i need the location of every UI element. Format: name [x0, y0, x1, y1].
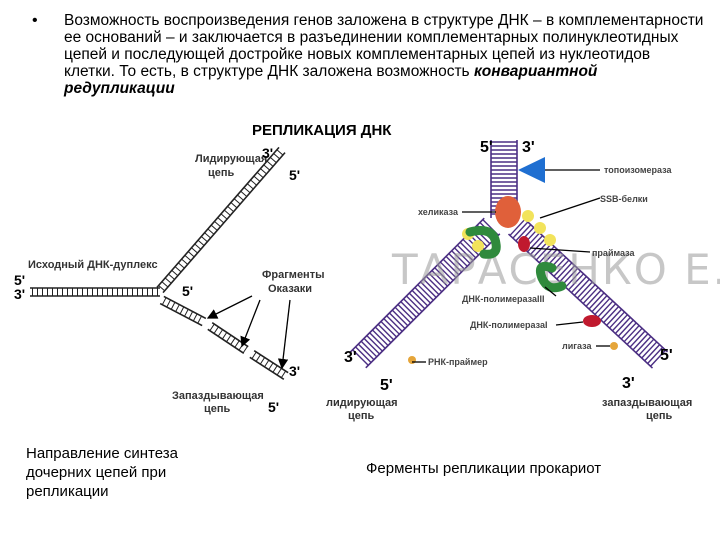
- polymerase1-label: ДНК-полимеразаI: [470, 320, 548, 330]
- okazaki-pointer-3: [277, 299, 291, 370]
- polymerase3-pointer: [544, 286, 557, 297]
- topoisomerase-shape: [518, 157, 545, 183]
- rna-primer-shape: [408, 356, 416, 364]
- right-left-5: 5': [380, 377, 393, 394]
- okazaki-fragment: [159, 295, 207, 327]
- left-diagram: Лидирующая цепь 3' 5' Исходный ДНК-дупле…: [14, 145, 325, 415]
- ssb-dot: [472, 240, 484, 252]
- okazaki-pointer-2: [240, 299, 261, 348]
- topoisomerase-label: топоизомераза: [604, 165, 673, 175]
- left-end-5-left: 5': [14, 272, 25, 288]
- parent-duplex-ladder: [30, 287, 160, 297]
- intro-paragraph: Возможность воспроизведения генов заложе…: [64, 12, 704, 97]
- ligase-label: лигаза: [562, 341, 592, 351]
- primase-pointer: [529, 247, 591, 253]
- ssb-dot: [534, 222, 546, 234]
- leading-strand-label-2: цепь: [208, 167, 235, 179]
- polymerase3-lagging-shape: [535, 261, 567, 293]
- heading: РЕПЛИКАЦИЯ ДНК: [252, 122, 392, 139]
- ssb-label: SSB-белки: [600, 194, 648, 204]
- left-end-5-mid: 5': [182, 283, 193, 299]
- polymerase1-pointer: [555, 321, 584, 326]
- right-right-5: 5': [660, 347, 673, 364]
- intro-emphasis: конвариантной редупликации: [64, 63, 598, 97]
- parent-duplex-label: Исходный ДНК-дуплекс: [28, 259, 158, 271]
- okazaki-fragment: [207, 322, 249, 354]
- bullet: •: [32, 12, 38, 29]
- right-top-5: 5': [480, 139, 493, 156]
- leading-strand-ladder: [156, 146, 286, 294]
- right-right-3: 3': [622, 375, 635, 392]
- helicase-shape: [495, 196, 521, 228]
- left-end-3-bottom: 3': [289, 363, 300, 379]
- left-end-3-top: 3': [262, 145, 273, 161]
- ssb-dot: [544, 234, 556, 246]
- right-lagging-label-1: запаздывающая: [602, 397, 692, 409]
- helicase-label: хеликаза: [418, 207, 459, 217]
- ssb-pointer: [539, 197, 601, 219]
- ligase-shape: [610, 342, 618, 350]
- lagging-strand-label-1: Запаздывающая: [172, 390, 264, 402]
- okazaki-pointer-1: [206, 295, 253, 319]
- primase-label: праймаза: [592, 248, 635, 258]
- rna-primer-label: РНК-праймер: [428, 357, 488, 367]
- left-end-5-bottom: 5': [268, 399, 279, 415]
- primase-shape: [518, 236, 530, 252]
- left-end-5-top: 5': [289, 167, 300, 183]
- left-end-3-left: 3': [14, 286, 25, 302]
- right-leading-label-2: цепь: [348, 410, 375, 422]
- lagging-strand-label-2: цепь: [204, 403, 231, 415]
- leading-arm-ladder: [349, 217, 501, 369]
- polymerase3-leading-shape: [465, 226, 501, 259]
- okazaki-label-1: Фрагменты: [262, 269, 325, 281]
- caption-right: Ферменты репликации прокариот: [366, 460, 602, 477]
- caption-left: Направление синтеза дочерних цепей при р…: [26, 445, 178, 500]
- ssb-dot: [522, 210, 534, 222]
- polymerase3-label: ДНК-полимеразаIII: [462, 294, 545, 304]
- right-lagging-label-2: цепь: [646, 410, 673, 422]
- right-top-3: 3': [522, 139, 535, 156]
- polymerase1-shape: [583, 315, 601, 327]
- intro-text: Возможность воспроизведения генов заложе…: [64, 12, 704, 80]
- okazaki-label-2: Оказаки: [268, 283, 312, 295]
- right-left-3: 3': [344, 349, 357, 366]
- leading-strand-label-1: Лидирующая: [195, 153, 267, 165]
- right-diagram: ТАРАСЕНКО Е.В. 5' 3' топоизомераза SSB-б…: [326, 139, 720, 422]
- right-leading-label-1: лидирующая: [326, 397, 398, 409]
